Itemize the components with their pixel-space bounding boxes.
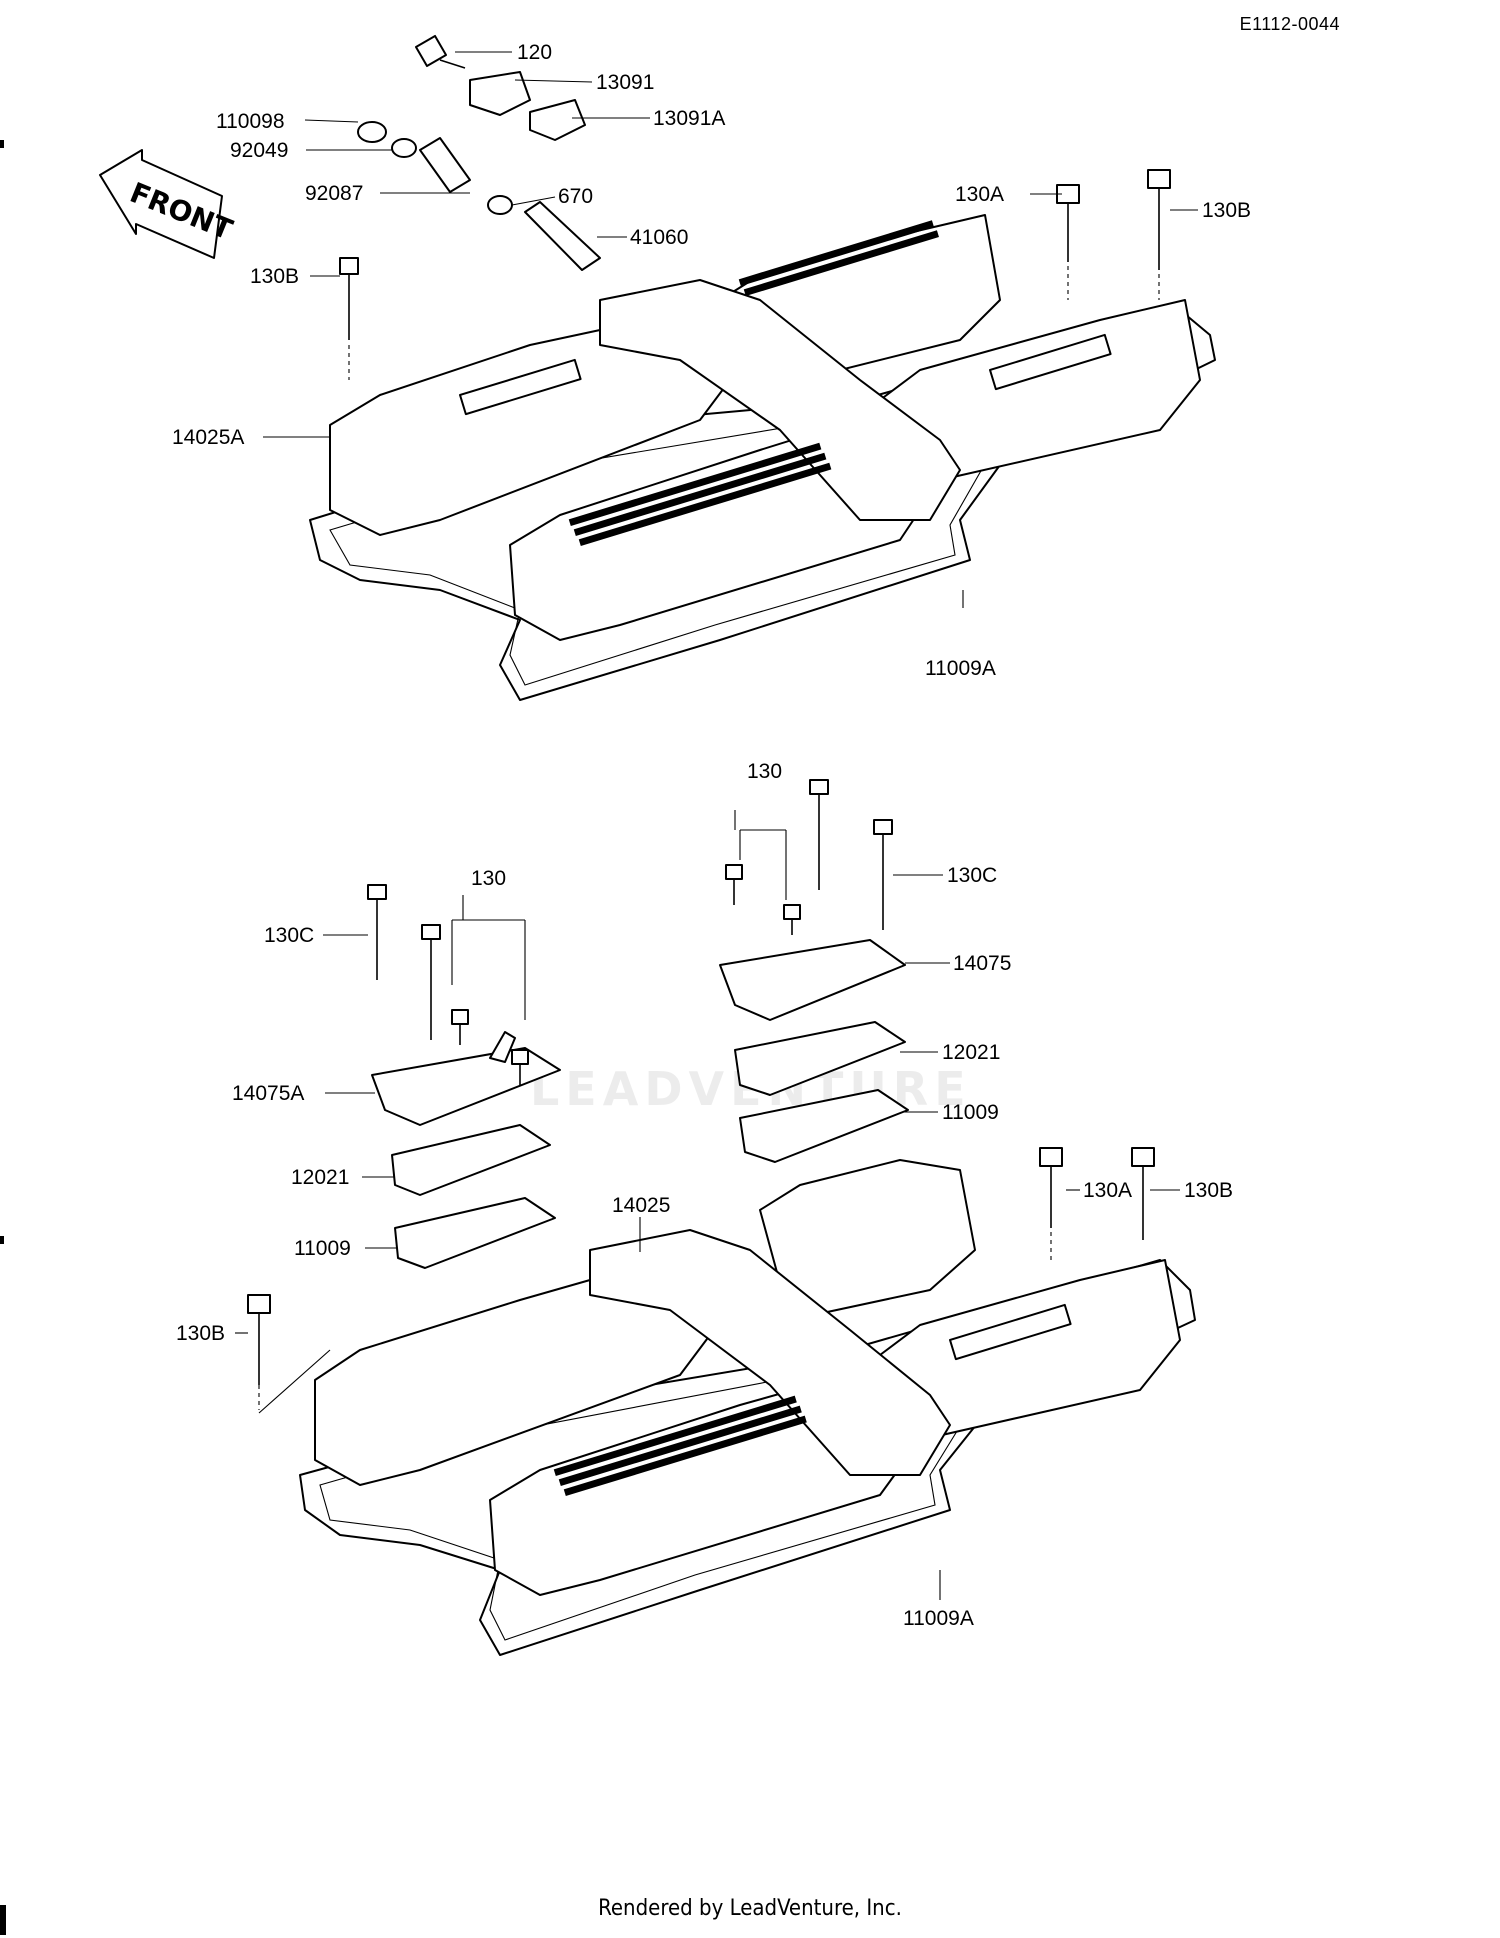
upper-leaders [263,51,1198,608]
page-edge-mark [0,1236,4,1244]
upper-cover-assembly [309,34,1216,701]
label-13091A: 13091A [653,107,725,130]
bolt-130B-upper-left [339,257,359,380]
label-670: 670 [558,185,593,208]
lower-cover-assembly [247,779,1196,1656]
bolt-130A-lower [1039,1147,1063,1260]
reed-valve-left [367,884,561,1269]
bolt-130B-upper-right [1147,169,1171,300]
label-130C-right: 130C [947,864,997,887]
label-41060: 41060 [630,226,688,249]
label-130B-upper-left: 130B [250,265,299,288]
oil-fitting-group [357,34,601,271]
label-11009A-lower: 11009A [903,1607,974,1630]
label-92049: 92049 [230,139,288,162]
label-13091: 13091 [596,71,654,94]
label-130-left: 130 [471,867,506,890]
lower-leaders [235,810,1180,1600]
label-12021-left: 12021 [291,1166,349,1189]
bolt-130A-upper [1056,184,1080,300]
page-edge-mark [0,1905,6,1935]
document-id: E1112-0044 [1239,14,1340,34]
label-14025: 14025 [612,1194,670,1217]
cover-right-front [879,299,1201,481]
label-92087: 92087 [305,182,363,205]
label-14075A: 14075A [232,1082,304,1105]
label-130A-upper: 130A [955,183,1004,206]
label-130A-lower: 130A [1083,1179,1132,1202]
bolt-130B-lower-right [1131,1147,1155,1240]
label-14025A: 14025A [172,426,244,449]
label-130C-left: 130C [264,924,314,947]
front-arrow: FRONT [99,149,237,259]
label-130B-upper-right: 130B [1202,199,1251,222]
footer-credit: Rendered by LeadVenture, Inc. [598,1896,902,1921]
label-11009-right: 11009 [942,1101,999,1124]
label-120: 120 [517,41,552,64]
center-bridge-14025A [599,279,961,521]
label-110098: 110098 [216,110,285,133]
label-11009A-upper: 11009A [925,657,996,680]
label-130-right: 130 [747,760,782,783]
bolt-130B-lower-left [247,1294,271,1410]
label-130B-lower-left: 130B [176,1322,225,1345]
label-12021-right: 12021 [942,1041,1000,1064]
page-edge-mark [0,140,4,148]
label-14075: 14075 [953,952,1011,975]
cover-lower-right-front [879,1259,1181,1441]
label-11009-left: 11009 [294,1237,351,1260]
label-130B-lower-right: 130B [1184,1179,1233,1202]
center-bridge-14025 [589,1229,951,1476]
reed-valve-right [719,779,909,1163]
